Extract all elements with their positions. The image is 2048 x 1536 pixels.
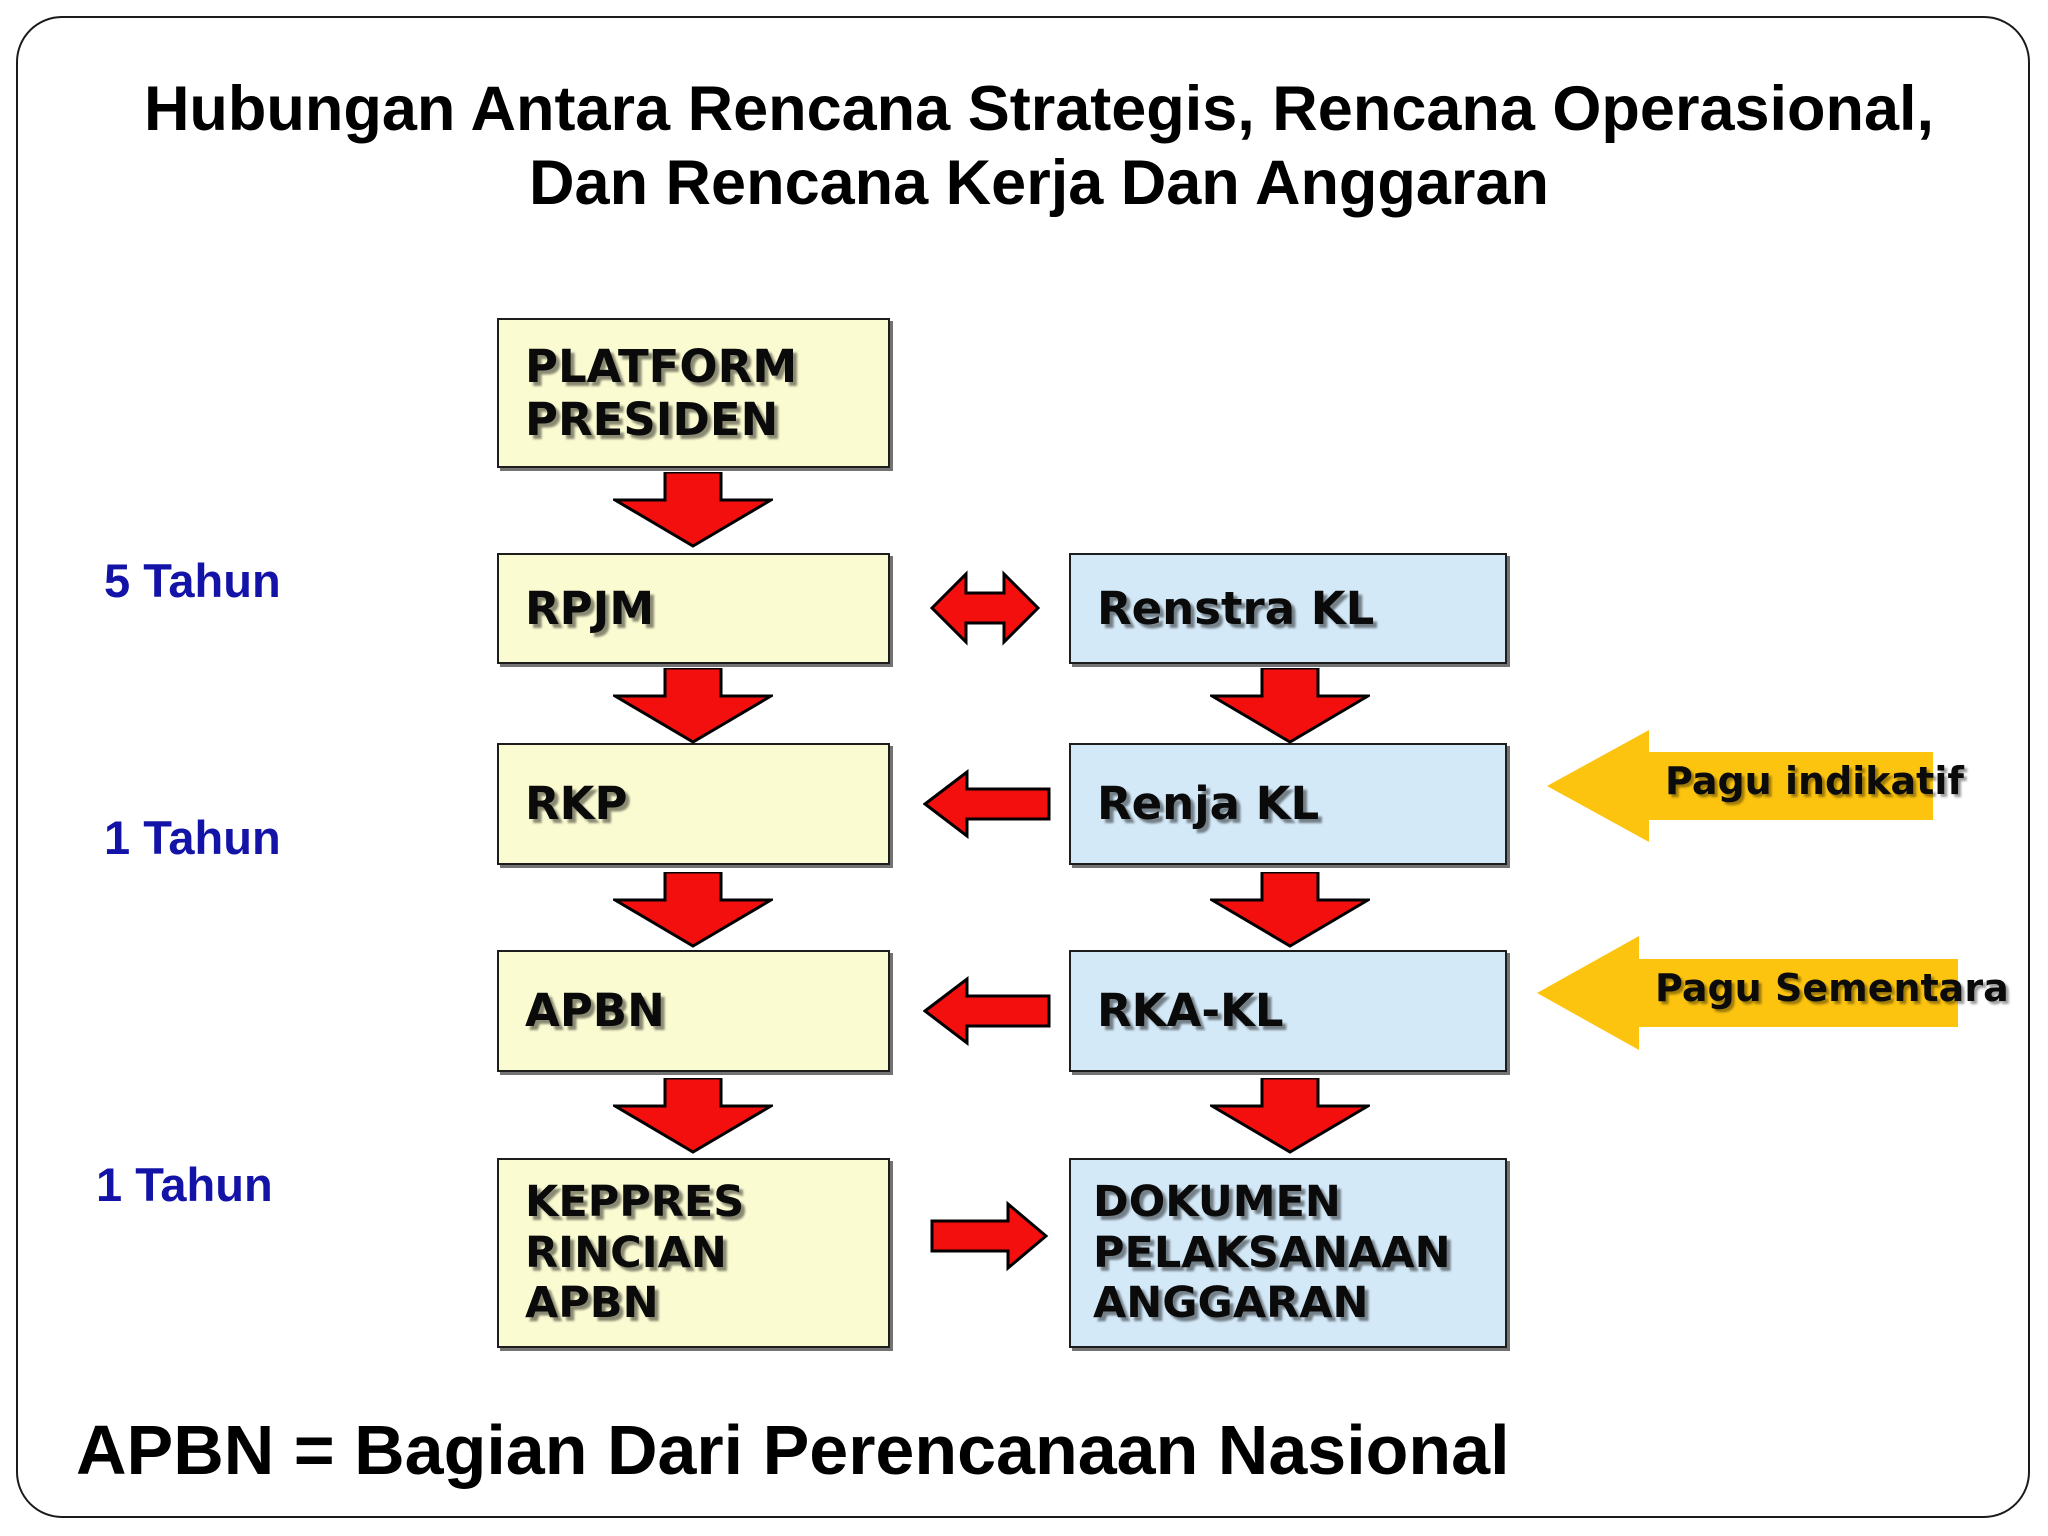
arrow-down-rkakl-to-dokumen [1210,1078,1370,1154]
page-title: Hubungan Antara Rencana Strategis, Renca… [0,72,2048,221]
arrow-down-rpjm-to-rkp [613,668,773,744]
box-apbn[interactable]: APBN [497,950,890,1072]
arrow-bidirectional-rpjm-renstra [930,565,1040,651]
box-rkp[interactable]: RKP [497,743,890,865]
box-keppres-line-2: RINCIAN [525,1227,727,1278]
arrow-left-renja-to-rkp [923,768,1051,840]
footer-caption: APBN = Bagian Dari Perencanaan Nasional [76,1411,1510,1489]
year-label-1-tahun-rkp: 1 Tahun [104,811,281,864]
arrow-down-rkp-to-apbn [613,872,773,948]
year-label-5-tahun: 5 Tahun [104,554,281,607]
box-rka-kl[interactable]: RKA-KL [1069,950,1507,1072]
box-rpjm[interactable]: RPJM [497,553,890,664]
arrow-down-platform-to-rpjm [613,472,773,548]
callout-pagu-sementara[interactable]: Pagu Sementara [1535,932,2009,1054]
box-rka-kl-label: RKA-KL [1097,984,1284,1038]
box-dokumen-pelaksanaan-anggaran[interactable]: DOKUMEN PELAKSANAAN ANGGARAN [1069,1158,1507,1348]
box-keppres-line-1: KEPPRES [525,1176,745,1227]
box-platform-presiden-line-2: PRESIDEN [525,393,779,446]
box-keppres-rincian-apbn[interactable]: KEPPRES RINCIAN APBN [497,1158,890,1348]
page-title-line-1: Hubungan Antara Rencana Strategis, Renca… [143,74,1935,144]
gold-left-arrow-icon [1537,936,1958,1050]
arrow-down-apbn-to-keppres [613,1078,773,1154]
callout-pagu-indikatif[interactable]: Pagu indikatif [1545,726,1964,846]
box-renja-kl[interactable]: Renja KL [1069,743,1507,865]
arrow-right-keppres-to-dokumen [930,1200,1048,1272]
arrow-down-renstra-to-renja [1210,668,1370,744]
box-dokumen-line-1: DOKUMEN [1093,1176,1341,1227]
box-rpjm-label: RPJM [525,581,655,635]
box-platform-presiden-line-1: PLATFORM [525,339,798,393]
box-dokumen-line-3: ANGGARAN [1093,1278,1369,1329]
arrow-down-renja-to-rkakl [1210,872,1370,948]
gold-left-arrow-icon [1547,730,1933,842]
callout-pagu-sementara-label: Pagu Sementara [1655,966,2009,1010]
box-rkp-label: RKP [525,777,628,831]
year-label-1-tahun-keppres: 1 Tahun [96,1158,273,1211]
box-renstra-kl-label: Renstra KL [1097,581,1375,635]
box-platform-presiden[interactable]: PLATFORM PRESIDEN [497,318,890,468]
callout-pagu-indikatif-label: Pagu indikatif [1665,759,1964,803]
box-renja-kl-label: Renja KL [1097,777,1320,831]
arrow-left-rkakl-to-apbn [923,975,1051,1047]
box-apbn-label: APBN [525,984,665,1038]
page-title-line-2: Dan Rencana Kerja Dan Anggaran [529,148,1549,219]
box-renstra-kl[interactable]: Renstra KL [1069,553,1507,664]
box-dokumen-line-2: PELAKSANAAN [1093,1227,1451,1278]
box-keppres-line-3: APBN [525,1278,659,1329]
